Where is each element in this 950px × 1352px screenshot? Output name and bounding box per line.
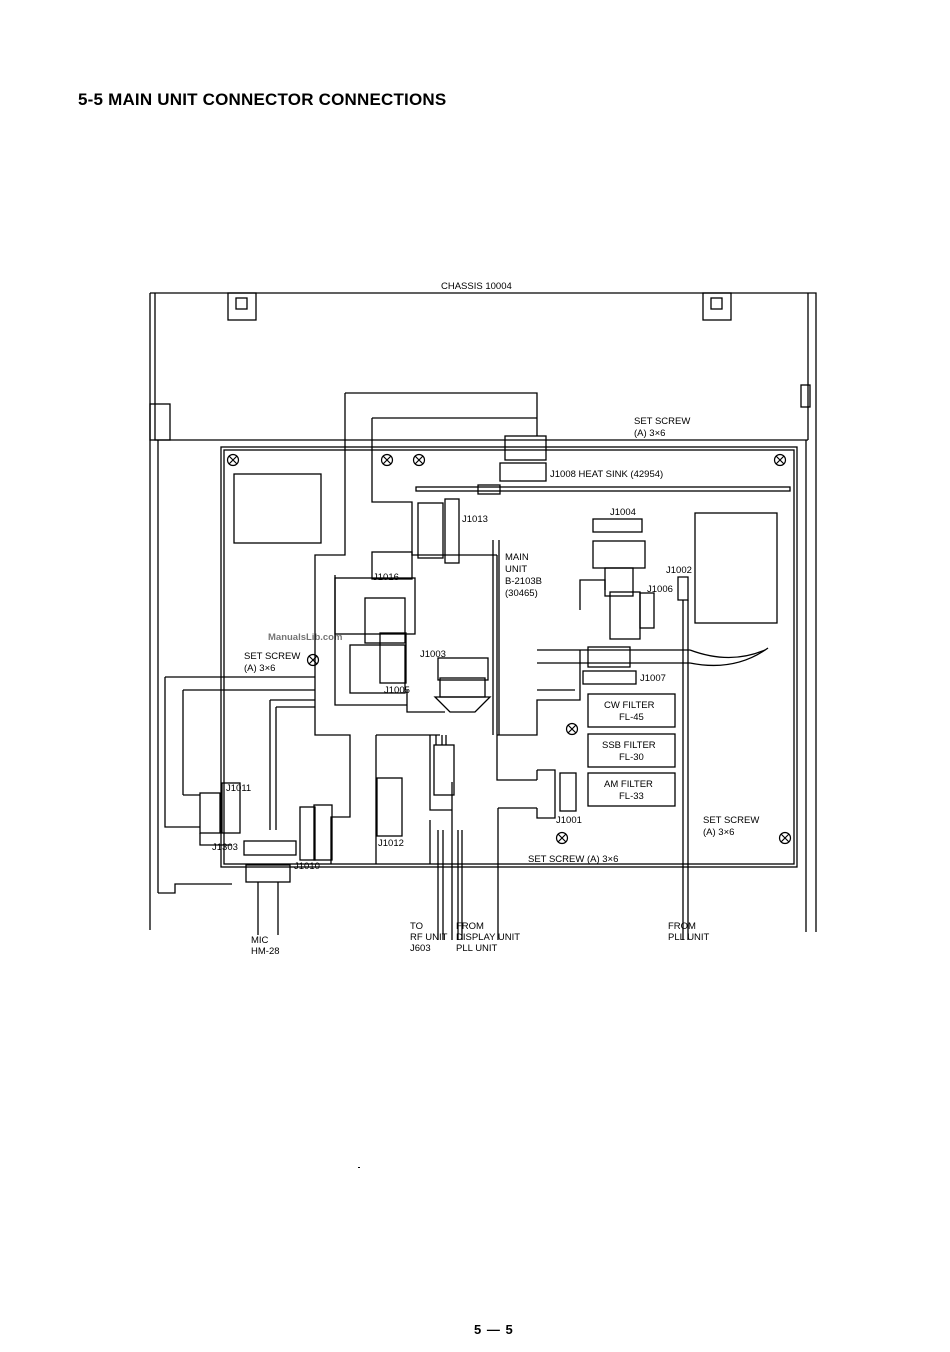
j1013-housing xyxy=(417,502,444,559)
diagram-labels: CHASSIS 10004 SET SCREW (A) 3×6 J1008 HE… xyxy=(212,281,759,957)
screw-heads xyxy=(226,453,792,845)
set-screw-top-label: SET SCREW xyxy=(634,416,690,427)
j1002-connector xyxy=(677,576,689,601)
cw-filter-box xyxy=(587,693,676,728)
to-label: TO xyxy=(410,921,423,932)
main-board-outline xyxy=(220,446,798,868)
main-unit-label-1: MAIN xyxy=(505,552,529,563)
ssb-filter-label: SSB FILTER xyxy=(602,740,656,751)
mic-label: MIC xyxy=(251,935,269,946)
screw-icon xyxy=(565,722,579,736)
am-filter-part: FL-33 xyxy=(619,791,644,802)
rf-unit-label: RF UNIT xyxy=(410,932,448,943)
j1001-connector xyxy=(559,772,577,812)
board-window-right xyxy=(694,512,778,624)
am-filter-box xyxy=(587,772,676,807)
from-display-label-2: DISPLAY UNIT xyxy=(456,932,520,943)
from-display-label-1: FROM xyxy=(456,921,484,932)
j1016-label: J1016 xyxy=(373,572,399,583)
from-pll-label-1: FROM xyxy=(668,921,696,932)
j1012-label: J1012 xyxy=(378,838,404,849)
screw-icon xyxy=(226,453,240,467)
j1003-connector xyxy=(437,657,489,681)
j1010-label: J1010 xyxy=(294,861,320,872)
board-window-left xyxy=(233,473,322,544)
mic-model-label: HM-28 xyxy=(251,946,280,957)
j1011-label: J1011 xyxy=(226,783,251,794)
chassis-label: CHASSIS 10004 xyxy=(441,281,512,292)
page-heading: 5-5 MAIN UNIT CONNECTOR CONNECTIONS xyxy=(78,90,447,109)
am-filter-label: AM FILTER xyxy=(604,779,653,790)
ssb-filter-box xyxy=(587,733,676,768)
j1011-connector xyxy=(221,782,241,834)
set-screw-top-size: (A) 3×6 xyxy=(634,428,665,439)
main-unit-label-3: B-2103B xyxy=(505,576,542,587)
j1012-connector xyxy=(376,777,403,837)
j1008-label: J1008 HEAT SINK (42954) xyxy=(550,469,663,480)
screw-icon xyxy=(380,453,394,467)
inner-block xyxy=(334,551,416,694)
main-unit-label-2: UNIT xyxy=(505,564,527,575)
from-pll-label-2: PLL UNIT xyxy=(668,932,710,943)
set-screw-right-size: (A) 3×6 xyxy=(703,827,734,838)
page-number: 5 — 5 xyxy=(474,1322,514,1337)
set-screw-left-label: SET SCREW xyxy=(244,651,300,662)
j1013-label: J1013 xyxy=(462,514,488,525)
j1010-connector xyxy=(299,806,316,861)
j1004-block xyxy=(592,540,646,569)
j1004-connector xyxy=(592,518,643,533)
top-connector-block xyxy=(504,435,547,461)
screw-icon xyxy=(306,653,320,667)
main-unit-label-4: (30465) xyxy=(505,588,538,599)
set-screw-right-label: SET SCREW xyxy=(703,815,759,826)
screw-icon xyxy=(555,831,569,845)
j1006-connector xyxy=(639,592,655,629)
heat-sink xyxy=(415,484,791,495)
screw-icon xyxy=(778,831,792,845)
j1003-label: J1003 xyxy=(420,649,446,660)
cw-filter-label: CW FILTER xyxy=(604,700,655,711)
j1303-label: J1303 xyxy=(212,842,238,853)
j1005-connector xyxy=(379,632,407,684)
center-bracket xyxy=(314,392,690,940)
j1001-label: J1001 xyxy=(556,815,582,826)
set-screw-bottom-label: SET SCREW (A) 3×6 xyxy=(528,854,618,865)
watermark-text: ManualsLib.com xyxy=(268,632,342,643)
from-display-label-3: PLL UNIT xyxy=(456,943,498,954)
j603-label: J603 xyxy=(410,943,431,954)
mic-cable xyxy=(164,676,315,935)
j1013-connector xyxy=(444,498,460,564)
set-screw-left-size: (A) 3×6 xyxy=(244,663,275,674)
j1006-label: J1006 xyxy=(647,584,673,595)
j1007-connector xyxy=(582,670,637,685)
j1004-label: J1004 xyxy=(610,507,636,518)
cw-filter-part: FL-45 xyxy=(619,712,644,723)
screw-icon xyxy=(773,453,787,467)
j1005-label: J1005 xyxy=(384,685,410,696)
stray-mark xyxy=(358,1167,360,1168)
screw-icon xyxy=(412,453,426,467)
chassis-outline xyxy=(149,292,817,932)
ssb-filter-part: FL-30 xyxy=(619,752,644,763)
j1303-connector xyxy=(243,840,297,856)
j1008-connector xyxy=(499,462,547,482)
j1002-label: J1002 xyxy=(666,565,692,576)
j1007-label: J1007 xyxy=(640,673,666,684)
